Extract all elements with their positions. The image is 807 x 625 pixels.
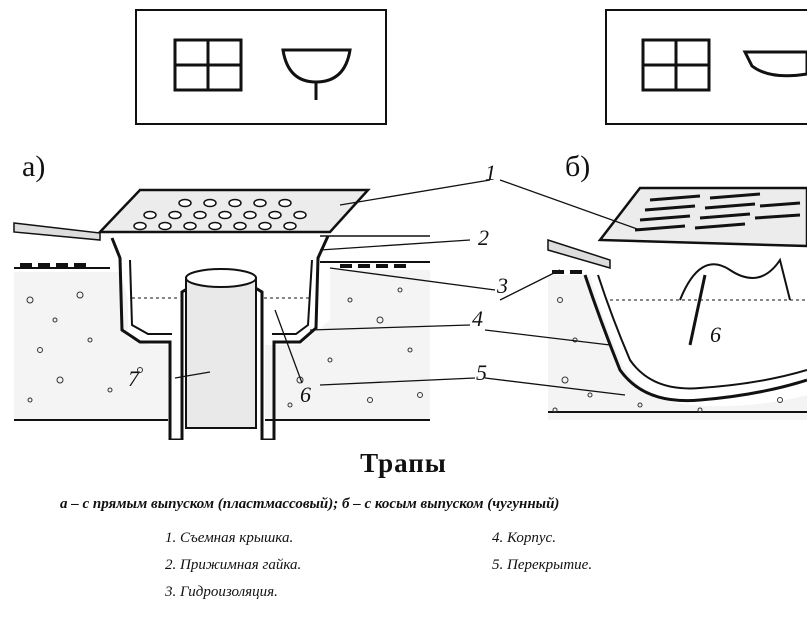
panel-label-a: а) bbox=[22, 150, 46, 183]
callout-6-b: 6 bbox=[710, 322, 721, 347]
legend-item-3: 3. Гидроизоляция. bbox=[165, 584, 278, 600]
callout-3: 3 bbox=[497, 273, 508, 298]
drain-b-drawing bbox=[484, 179, 807, 420]
legend-item-2: 2. Прижимная гайка. bbox=[165, 557, 302, 573]
drain-a-drawing bbox=[13, 179, 496, 440]
callout-7: 7 bbox=[128, 366, 139, 391]
callout-6-a: 6 bbox=[300, 382, 311, 407]
figure-subtitle: а – с прямым выпуском (пластмассовый); б… bbox=[60, 496, 560, 512]
window-grid-icon-b bbox=[641, 38, 711, 92]
figure-title: Трапы bbox=[360, 448, 447, 478]
symbol-box-b bbox=[605, 9, 807, 125]
funnel-icon-a bbox=[281, 48, 352, 100]
callout-5: 5 bbox=[476, 360, 487, 385]
legend-item-5: 5. Перекрытие. bbox=[492, 557, 593, 573]
legend-item-1: 1. Съемная крышка. bbox=[165, 530, 294, 546]
funnel-icon-b bbox=[742, 50, 807, 78]
drawing-canvas bbox=[13, 9, 807, 440]
callout-2: 2 bbox=[478, 225, 489, 250]
legend-item-4: 4. Корпус. bbox=[492, 530, 556, 546]
callout-4: 4 bbox=[472, 306, 483, 331]
panel-label-b: б) bbox=[565, 150, 591, 183]
window-grid-icon-a bbox=[173, 38, 243, 92]
callout-1: 1 bbox=[485, 160, 496, 185]
symbol-box-a bbox=[135, 9, 387, 125]
